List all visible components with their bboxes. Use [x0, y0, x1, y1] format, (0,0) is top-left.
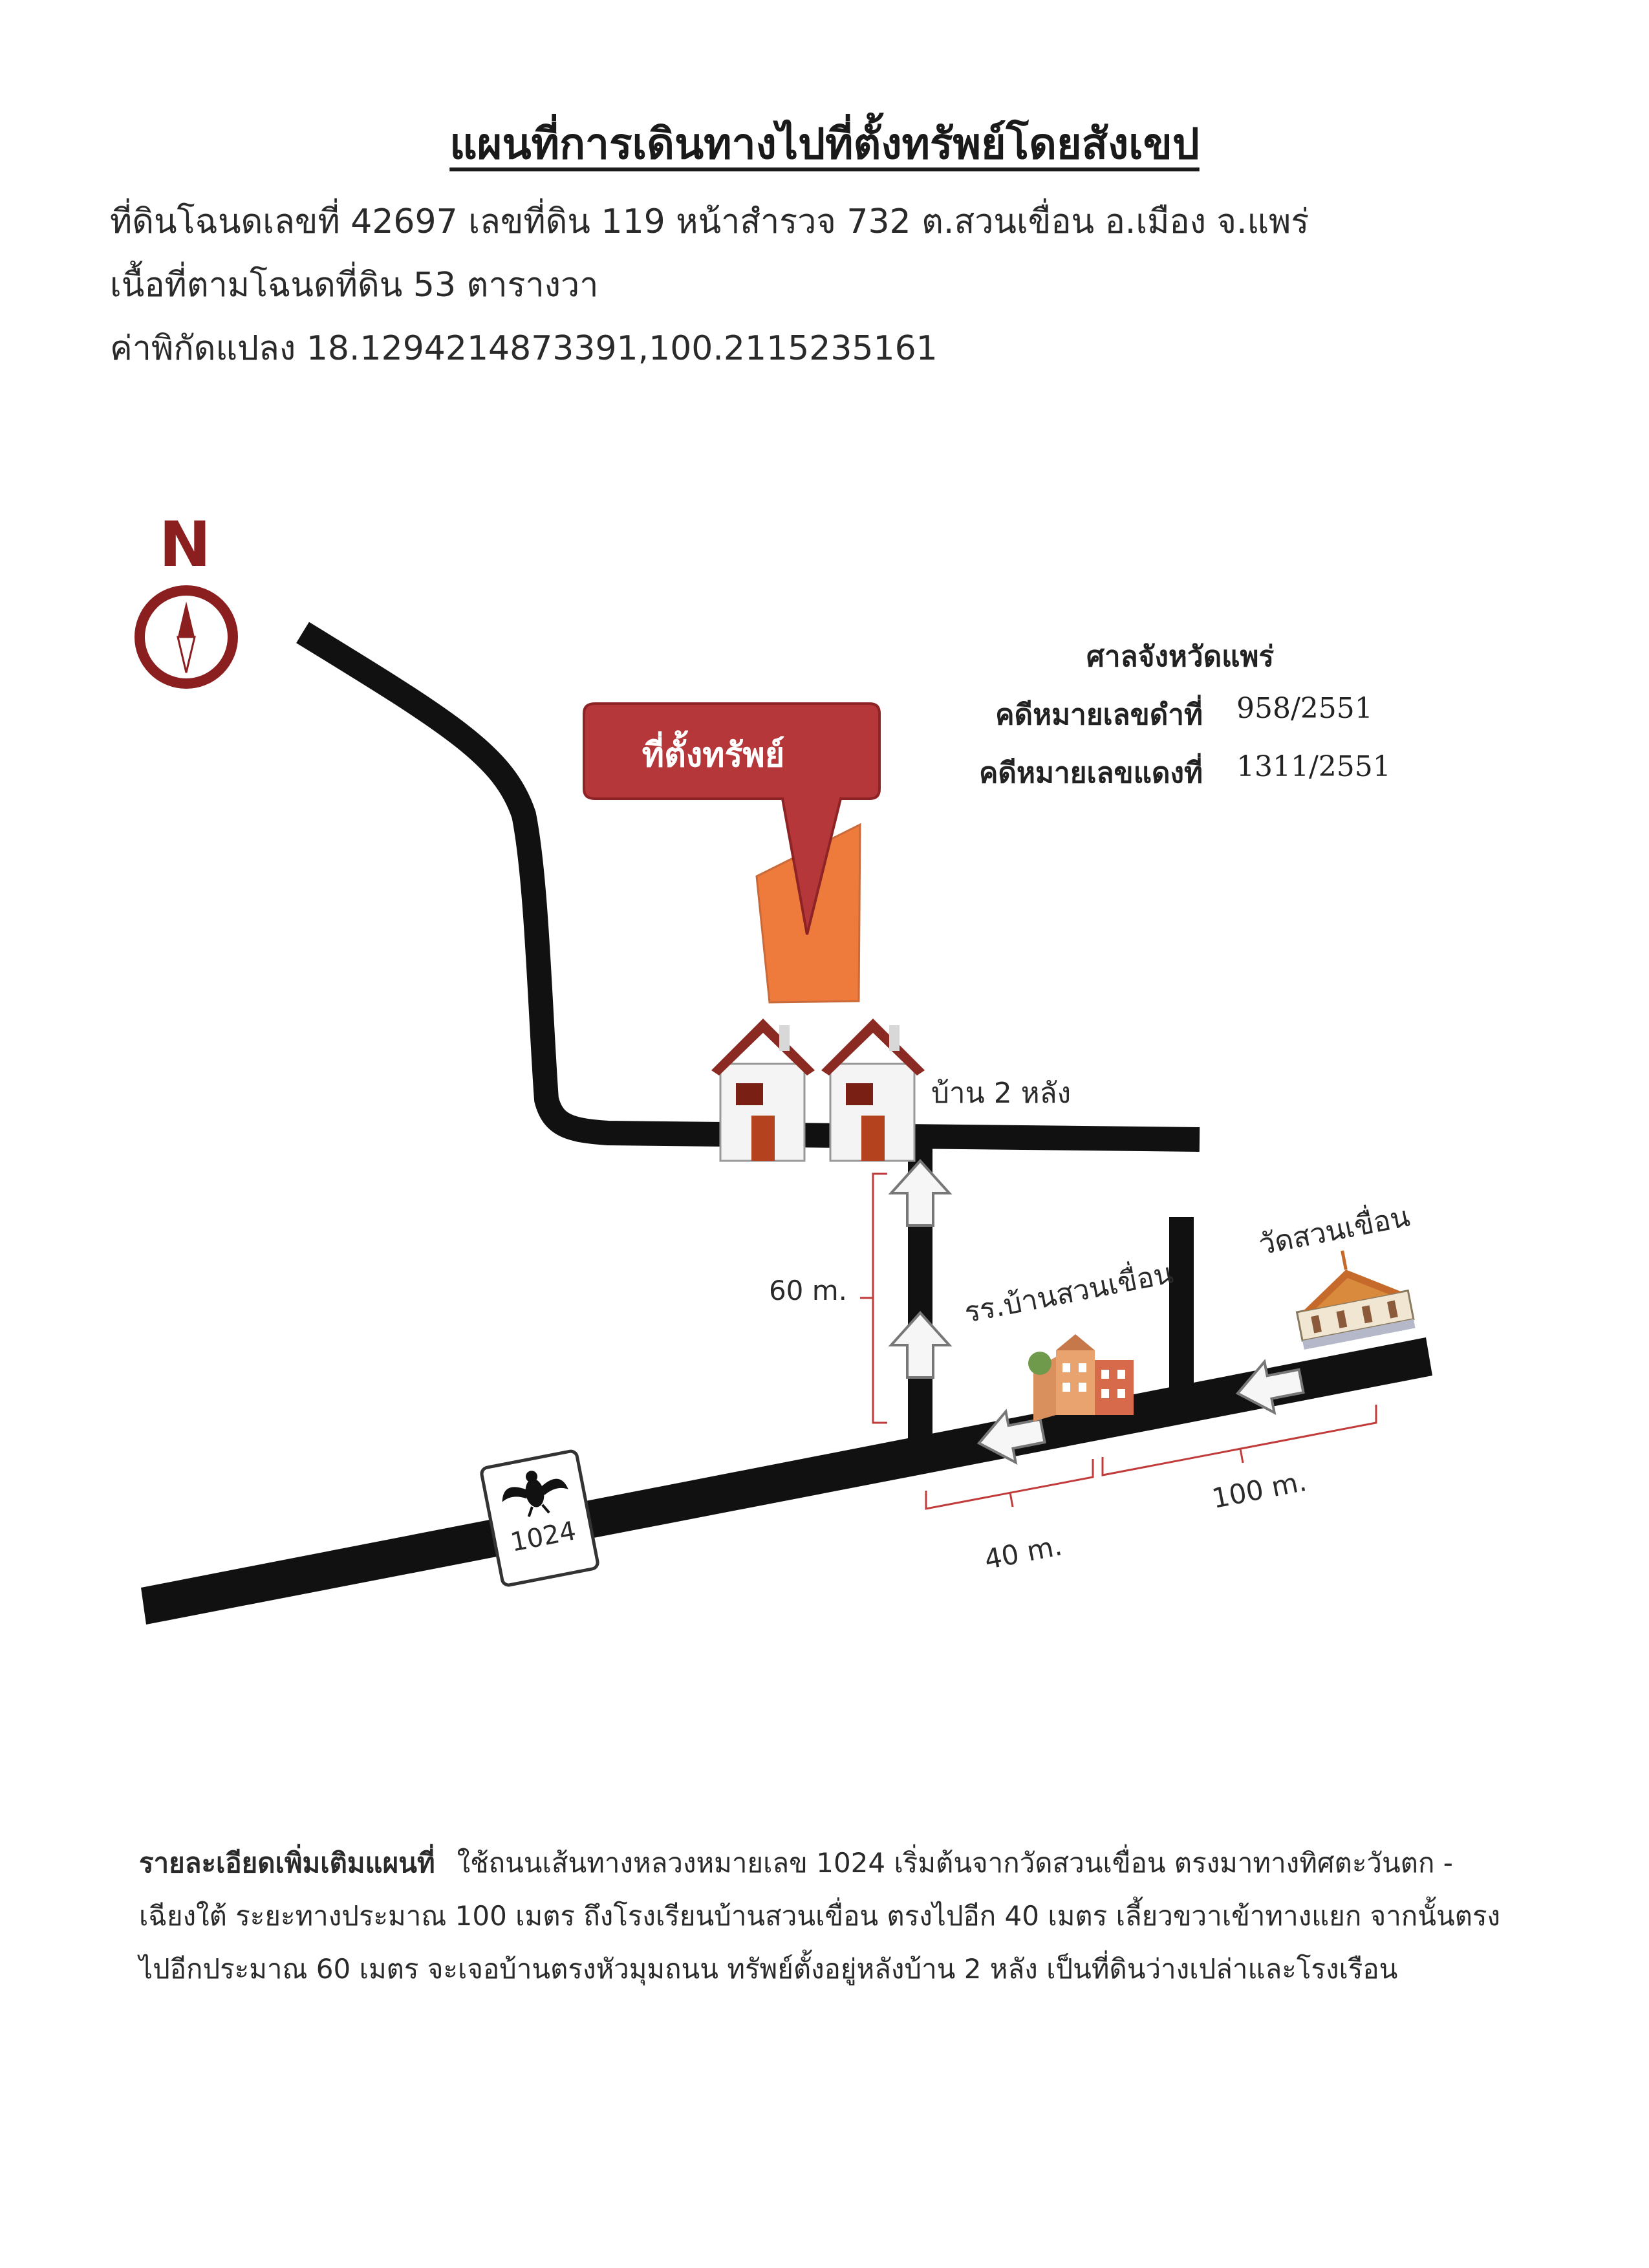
distance-bracket-vertical: [860, 1172, 887, 1424]
route-notes: รายละเอียดเพิ่มเติมแผนที่ใช้ถนนเส้นทางหล…: [139, 1837, 1510, 1996]
up-arrow-icon: [888, 1159, 953, 1227]
black-case-label: คดีหมายเลขดำที่: [995, 698, 1203, 731]
page-title: แผนที่การเดินทางไปที่ตั้งทรัพย์โดยสังเขป: [449, 119, 1200, 169]
distance-100m-label: 100 m.: [1209, 1465, 1309, 1515]
left-arrow-icon: [976, 1409, 1046, 1465]
coordinates-line: ค่าพิกัดแปลง 18.1294214873391,100.211523…: [110, 329, 938, 368]
left-arrow-icon: [1235, 1359, 1305, 1415]
house-icon: [821, 1019, 925, 1162]
houses-label: บ้าน 2 หลัง: [931, 1077, 1071, 1110]
north-compass-icon: N: [135, 508, 238, 689]
garuda-emblem-icon: [502, 1471, 568, 1517]
court-name: ศาลจังหวัดแพร่: [1086, 640, 1275, 673]
north-label: N: [159, 508, 211, 581]
red-case-number: 1311/2551: [1236, 750, 1391, 783]
red-case-label: คดีหมายเลขแดงที่: [978, 757, 1203, 790]
distance-60m-label: 60 m.: [769, 1275, 847, 1306]
temple-label: วัดสวนเขื่อน: [1255, 1196, 1412, 1262]
distance-bracket-40m: [925, 1459, 1094, 1510]
house-icon: [711, 1019, 815, 1162]
callout-label: ที่ตั้งทรัพย์: [642, 730, 784, 775]
property-callout: ที่ตั้งทรัพย์: [583, 702, 881, 935]
black-case-number: 958/2551: [1236, 692, 1373, 725]
court-info: ศาลจังหวัดแพร่ คดีหมายเลขดำที่ 958/2551 …: [905, 621, 1487, 795]
distance-40m-label: 40 m.: [982, 1529, 1064, 1575]
area-info-line: เนื้อที่ตามโฉนดที่ดิน 53 ตารางวา: [110, 266, 599, 305]
school-label: รร.บ้านสวนเขื่อน: [961, 1253, 1176, 1329]
up-arrow-icon: [888, 1311, 953, 1379]
highway-sign-1024: 1024: [480, 1449, 599, 1587]
distance-bracket-100m: [1101, 1405, 1377, 1476]
local-road-north: [296, 621, 1200, 1152]
deed-info-line: ที่ดินโฉนดเลขที่ 42697 เลขที่ดิน 119 หน้…: [110, 202, 1310, 241]
school-building-icon: [1028, 1334, 1134, 1421]
notes-text: ใช้ถนนเส้นทางหลวงหมายเลข 1024 เริ่มต้นจา…: [139, 1847, 1501, 1985]
temple-icon: [1295, 1250, 1416, 1350]
route-map: N ที่ตั้งทรัพย์ บ้าน 2 หลัง: [135, 508, 1432, 1625]
notes-label: รายละเอียดเพิ่มเติมแผนที่: [139, 1847, 435, 1879]
